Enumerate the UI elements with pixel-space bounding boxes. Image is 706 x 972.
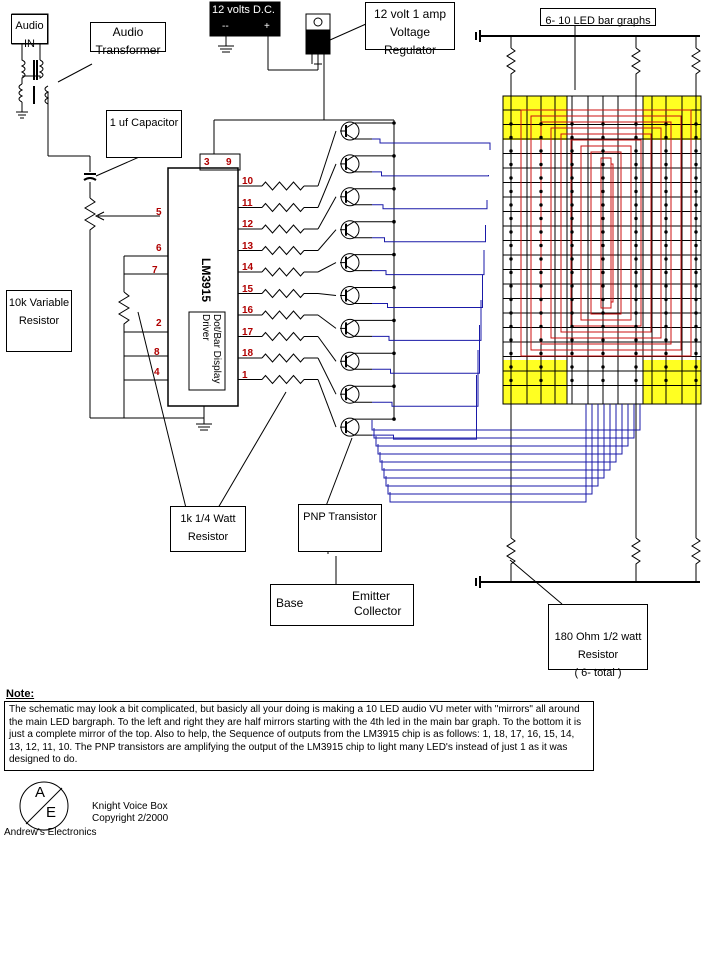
pnp-pinout-box <box>270 584 414 626</box>
base-label: Base <box>276 596 304 610</box>
project-name: Knight Voice Box <box>92 801 168 812</box>
chip-top-pins <box>199 153 241 171</box>
audio-transformer-label: Audio Transformer <box>90 22 166 57</box>
pin-label: 7 <box>152 265 158 276</box>
regulator-label: 12 volt 1 amp Voltage Regulator <box>365 2 455 57</box>
pin-label: 2 <box>156 318 162 329</box>
pin-label: 5 <box>156 207 162 218</box>
pin-label: 1 <box>242 369 248 381</box>
emitter-label: Emitter <box>352 589 391 603</box>
pin-label: 13 <box>242 240 254 252</box>
pin-label: 12 <box>242 219 254 230</box>
capacitor-label: 1 uf Capacitor <box>106 110 182 158</box>
power-supply-label: 12 volts D.C. <box>212 4 275 16</box>
power-plus-label: + <box>264 21 270 32</box>
note-box: The schematic may look a bit complicated… <box>4 701 594 771</box>
resistor-180-label: 180 Ohm 1/2 watt Resistor ( 6- total ) <box>548 604 648 679</box>
power-minus-label: -- <box>222 21 229 32</box>
pin-label: 9 <box>226 157 232 168</box>
chip-name: LM3915 <box>199 258 213 303</box>
pin-label: 18 <box>242 348 254 359</box>
pin-label: 4 <box>154 367 160 378</box>
pnp-transistor-label: PNP Transistor <box>298 504 382 552</box>
note-text: The schematic may look a bit complicated… <box>9 704 582 766</box>
copyright: Copyright 2/2000 <box>92 813 169 824</box>
pin-label: 14 <box>242 262 254 273</box>
audio-in-label: Audio IN <box>11 14 48 50</box>
power-supply-box <box>209 1 281 37</box>
pin-label: 17 <box>242 326 254 338</box>
logo-letter-e: E <box>46 804 57 821</box>
pin-label: 3 <box>204 157 210 168</box>
regulator-tab <box>305 13 331 31</box>
company-name: Andrew's Electronics <box>4 827 97 838</box>
pin-label: 6 <box>156 243 162 254</box>
regulator-body <box>305 29 331 55</box>
pin-label: 10 <box>242 176 254 187</box>
pin-label: 11 <box>242 197 253 209</box>
variable-resistor-label: 10k Variable Resistor <box>6 290 72 352</box>
bar-graphs-label: 6- 10 LED bar graphs <box>540 8 656 27</box>
note-title: Note: <box>6 688 35 700</box>
pin-label: 8 <box>154 347 160 358</box>
lm3915-chip-body <box>167 167 239 407</box>
logo-letter-a: A <box>35 784 46 801</box>
collector-label: Collector <box>354 604 402 618</box>
pin-label: 15 <box>242 283 254 295</box>
chip-function: Dot/Bar Display Driver <box>200 314 222 384</box>
pin-label: 16 <box>242 305 254 316</box>
resistor-1k-label: 1k 1/4 Watt Resistor <box>170 506 246 552</box>
